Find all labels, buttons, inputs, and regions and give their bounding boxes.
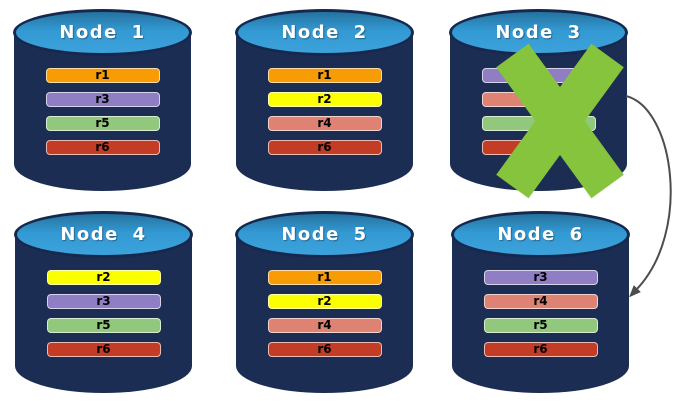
node-2: Node 2 r1 r2 r4 r6 (235, 9, 414, 191)
node-4-label: Node 4 (60, 224, 147, 245)
node-4-cylinder-top: Node 4 (14, 211, 193, 258)
arrow-curve (625, 95, 672, 298)
node-1-cylinder-top: Node 1 (13, 9, 192, 56)
node-6-cylinder-top: Node 6 (451, 211, 630, 258)
node-6-cylinder-body (452, 234, 629, 393)
node-5-label: Node 5 (281, 224, 368, 245)
node-6-label: Node 6 (497, 224, 584, 245)
node-1-replica-list: r1 r3 r5 r6 (13, 68, 192, 155)
replica-bar-r4: r4 (267, 318, 382, 333)
node-2-cylinder-top: Node 2 (235, 9, 414, 56)
replica-bar-r4: r4 (483, 294, 598, 309)
replica-bar-r4: r4 (267, 116, 382, 131)
replica-bar-r6: r6 (483, 342, 598, 357)
node-1-label: Node 1 (59, 22, 146, 43)
replica-bar-r2: r2 (267, 294, 382, 309)
node-5-cylinder-body (236, 234, 413, 393)
replica-bar-r6: r6 (46, 342, 161, 357)
node-5-cylinder-top: Node 5 (235, 211, 414, 258)
replica-bar-r2: r2 (46, 270, 161, 285)
replica-bar-r5: r5 (46, 318, 161, 333)
replica-bar-r6: r6 (45, 140, 160, 155)
node-2-label: Node 2 (281, 22, 368, 43)
replica-bar-r1: r1 (267, 270, 382, 285)
replica-bar-r5: r5 (483, 318, 598, 333)
replica-bar-r1: r1 (45, 68, 160, 83)
node-6-replica-list: r3 r4 r5 r6 (451, 270, 630, 357)
node-5-replica-list: r1 r2 r4 r6 (235, 270, 414, 357)
node-6: Node 6 r3 r4 r5 r6 (451, 211, 630, 393)
node-1-cylinder-body (14, 32, 191, 191)
replica-bar-r2: r2 (267, 92, 382, 107)
replica-bar-r3: r3 (46, 294, 161, 309)
node-3-label: Node 3 (495, 22, 582, 43)
node-1: Node 1 r1 r3 r5 r6 (13, 9, 192, 191)
node-4-cylinder-body (15, 234, 192, 393)
replica-bar-r6: r6 (267, 342, 382, 357)
node-4-replica-list: r2 r3 r5 r6 (14, 270, 193, 357)
node-2-replica-list: r1 r2 r4 r6 (235, 68, 414, 155)
replica-bar-r3: r3 (45, 92, 160, 107)
node-4: Node 4 r2 r3 r5 r6 (14, 211, 193, 393)
replica-bar-r1: r1 (267, 68, 382, 83)
replica-bar-r5: r5 (45, 116, 160, 131)
node-5: Node 5 r1 r2 r4 r6 (235, 211, 414, 393)
replica-bar-r3: r3 (483, 270, 598, 285)
node-2-cylinder-body (236, 32, 413, 191)
replica-bar-r6: r6 (267, 140, 382, 155)
